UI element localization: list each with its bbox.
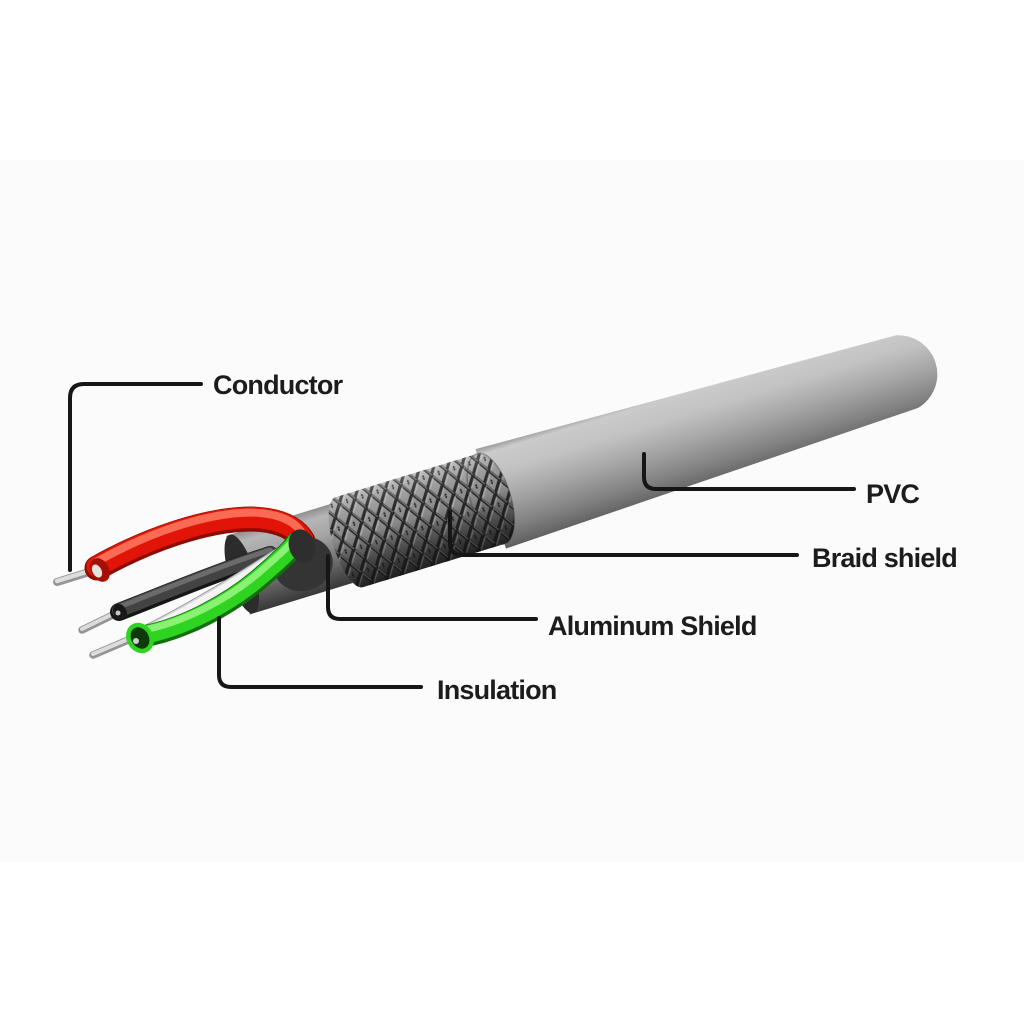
label-insulation: Insulation [437,675,557,705]
label-braid-shield: Braid shield [812,543,957,573]
leader-braid-shield [448,510,799,557]
leader-aluminum-shield [326,554,538,621]
braid-cut-end [466,452,516,545]
wire-green [93,537,296,656]
wire-red [57,513,303,586]
leader-insulation [217,616,423,689]
wire-black [82,550,270,630]
label-pvc: PVC [866,479,919,509]
pvc-jacket [475,335,938,549]
leader-conductor [68,382,203,572]
leader-pvc [642,452,856,491]
label-conductor: Conductor [213,370,344,400]
labels: Conductor PVC Braid shield Aluminum Shie… [213,370,958,705]
wire-bundle-shadow-upper [288,529,316,563]
leader-lines [68,382,856,689]
wire-green-cut-face [126,622,154,654]
label-aluminum-shield: Aluminum Shield [548,611,757,641]
